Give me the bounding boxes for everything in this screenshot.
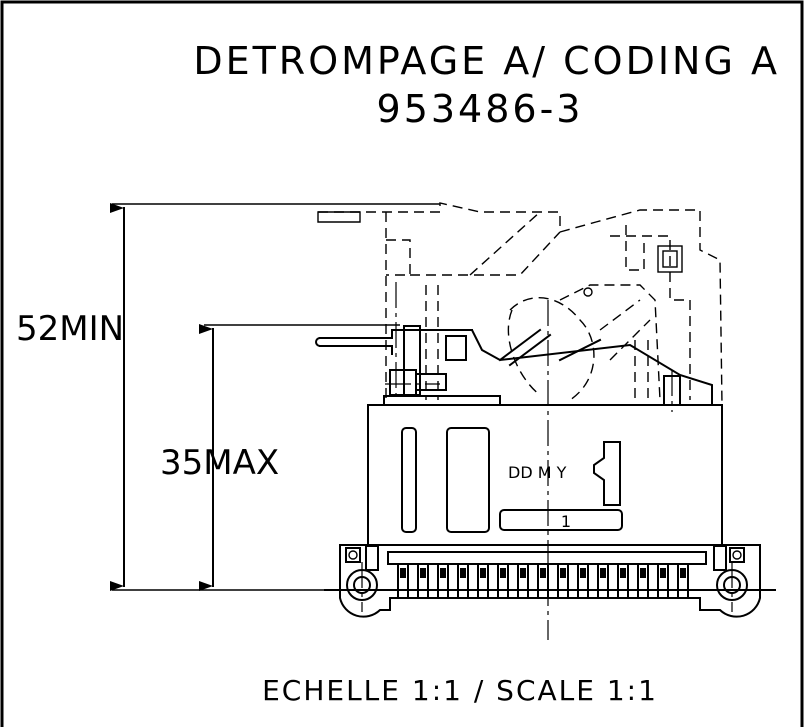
dimension-52min-label: 52MIN <box>16 309 124 349</box>
part-number: 953486-3 <box>377 87 584 131</box>
latch-open-position <box>317 202 723 406</box>
latch-closed-position <box>315 325 713 406</box>
date-code-marking: DD M Y <box>508 463 567 482</box>
contact-terminals <box>397 563 689 599</box>
dimension-35max-label: 35MAX <box>160 443 279 483</box>
scale-note: ECHELLE 1:1 / SCALE 1:1 <box>262 674 658 707</box>
drawing-title: DETROMPAGE A/ CODING A <box>193 39 780 83</box>
dimension-lines <box>110 203 440 591</box>
position-number-marking: 1 <box>561 512 571 531</box>
centerlines <box>361 282 733 640</box>
mounting-flange <box>324 544 776 618</box>
